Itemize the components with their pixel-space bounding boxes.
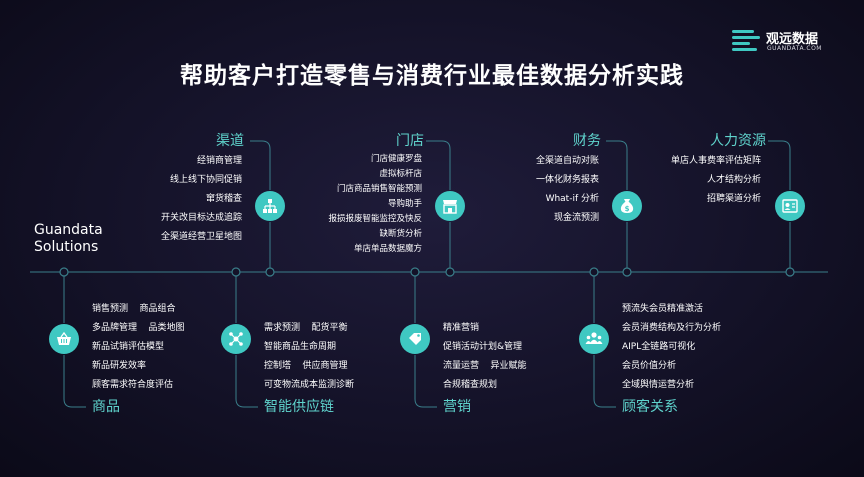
timeline-node — [445, 267, 455, 277]
heading-store: 门店 — [396, 133, 424, 149]
list-item: 门店商品销售智能预测 — [336, 184, 422, 194]
list-item: 缺断货分析 — [379, 229, 422, 239]
logo-subtitle: GUANDATA.COM — [767, 45, 822, 52]
list-item: 虚拟标杆店 — [379, 169, 422, 179]
connector-finance-top — [606, 140, 628, 190]
page-title: 帮助客户打造零售与消费行业最佳数据分析实践 — [180, 63, 684, 89]
list-supply: 需求预测 配货平衡 智能商品生命周期 控制塔 供应商管理 可变物流成本监测诊断 — [264, 319, 354, 395]
list-item: 精准营销 — [443, 323, 480, 333]
brand-line: Solutions — [34, 239, 99, 255]
list-item: 开关改目标达成追踪 — [160, 213, 242, 223]
list-item: 招聘渠道分析 — [706, 194, 761, 204]
list-item: 新品研发效率 — [92, 361, 147, 371]
list-item: 全域舆情运营分析 — [622, 380, 695, 390]
brand-line: Guandata — [34, 222, 103, 238]
heading-hr: 人力资源 — [710, 133, 766, 149]
list-finance: 全渠道自动对账 一体化财务报表 What-if 分析 现金流预测 — [536, 152, 599, 228]
timeline-node — [785, 267, 795, 277]
list-item: 顾客需求符合度评估 — [92, 380, 174, 390]
list-item: 智能商品生命周期 — [264, 342, 337, 352]
timeline-node — [231, 267, 241, 277]
list-item: 导购助手 — [387, 199, 422, 209]
connector-marketing-bottom — [414, 355, 437, 408]
list-item: 一体化财务报表 — [535, 175, 599, 185]
list-item: 需求预测 配货平衡 — [264, 323, 348, 333]
list-item: 门店健康罗盘 — [370, 154, 422, 164]
list-item: 全渠道经营卫星地图 — [160, 232, 242, 242]
org-chart-icon — [255, 191, 285, 221]
timeline-node — [589, 267, 599, 277]
timeline-node — [410, 267, 420, 277]
list-item: 流量运营 异业赋能 — [443, 361, 527, 371]
list-item: 多品牌管理 品类地图 — [92, 323, 185, 333]
brand-label: Guandata Solutions — [34, 222, 103, 256]
list-item: 合规稽查规划 — [443, 380, 498, 390]
list-item: 经销商管理 — [196, 156, 242, 166]
list-item: 单店单品数据魔方 — [353, 244, 422, 254]
money-bag-icon: $ — [612, 191, 642, 221]
svg-text:$: $ — [625, 205, 630, 213]
list-goods: 销售预测 商品组合 多品牌管理 品类地图 新品试销评估模型 新品研发效率 顾客需… — [92, 300, 184, 395]
tag-icon — [400, 324, 430, 354]
connector-supply-bottom — [235, 355, 258, 408]
list-hr: 单店人事费率评估矩阵 人才结构分析 招聘渠道分析 — [671, 152, 761, 209]
heading-marketing: 营销 — [443, 399, 471, 415]
heading-channel: 渠道 — [216, 133, 244, 149]
storefront-icon — [435, 191, 465, 221]
id-card-icon — [775, 191, 805, 221]
heading-supply: 智能供应链 — [264, 399, 334, 415]
list-item: 全渠道自动对账 — [535, 156, 599, 166]
logo-name: 观远数据 — [766, 32, 819, 47]
list-item: 新品试销评估模型 — [92, 342, 165, 352]
logo-icon — [732, 30, 760, 51]
list-item: 窜货稽查 — [205, 194, 242, 204]
list-store: 门店健康罗盘 虚拟标杆店 门店商品销售智能预测 导购助手 报损报废智能监控及快反… — [328, 152, 422, 257]
connector-store-top — [426, 140, 451, 190]
list-item: 现金流预测 — [553, 213, 599, 223]
connector-crm-bottom — [593, 355, 616, 408]
list-item: 可变物流成本监测诊断 — [264, 380, 355, 390]
timeline-node — [265, 267, 275, 277]
heading-crm: 顾客关系 — [622, 399, 678, 415]
heading-finance: 财务 — [573, 133, 601, 149]
list-item: 销售预测 商品组合 — [92, 304, 176, 314]
list-item: 会员价值分析 — [622, 361, 677, 371]
connector-hr-top — [768, 140, 791, 190]
list-item: 控制塔 供应商管理 — [264, 361, 348, 371]
list-channel: 经销商管理 线上线下协同促销 窜货稽查 开关改目标达成追踪 全渠道经营卫星地图 — [161, 152, 242, 247]
list-item: 会员消费结构及行为分析 — [622, 323, 722, 333]
list-item: 促销活动计划&管理 — [443, 342, 523, 352]
list-item: AIPL全链路可视化 — [622, 342, 696, 352]
list-item: What-if 分析 — [545, 194, 599, 204]
list-item: 线上线下协同促销 — [169, 175, 242, 185]
timeline-node — [59, 267, 69, 277]
people-icon — [579, 324, 609, 354]
connector-goods-bottom — [63, 355, 86, 408]
shopping-basket-icon — [49, 324, 79, 354]
connector-channel-top — [250, 140, 271, 190]
list-item: 报损报废智能监控及快反 — [328, 214, 422, 224]
list-item: 单店人事费率评估矩阵 — [670, 156, 761, 166]
timeline-node — [622, 267, 632, 277]
list-crm: 预流失会员精准激活 会员消费结构及行为分析 AIPL全链路可视化 会员价值分析 … — [622, 300, 721, 395]
network-icon — [221, 324, 251, 354]
list-item: 预流失会员精准激活 — [622, 304, 704, 314]
list-marketing: 精准营销 促销活动计划&管理 流量运营 异业赋能 合规稽查规划 — [443, 319, 526, 395]
list-item: 人才结构分析 — [706, 175, 761, 185]
heading-goods: 商品 — [92, 399, 120, 415]
